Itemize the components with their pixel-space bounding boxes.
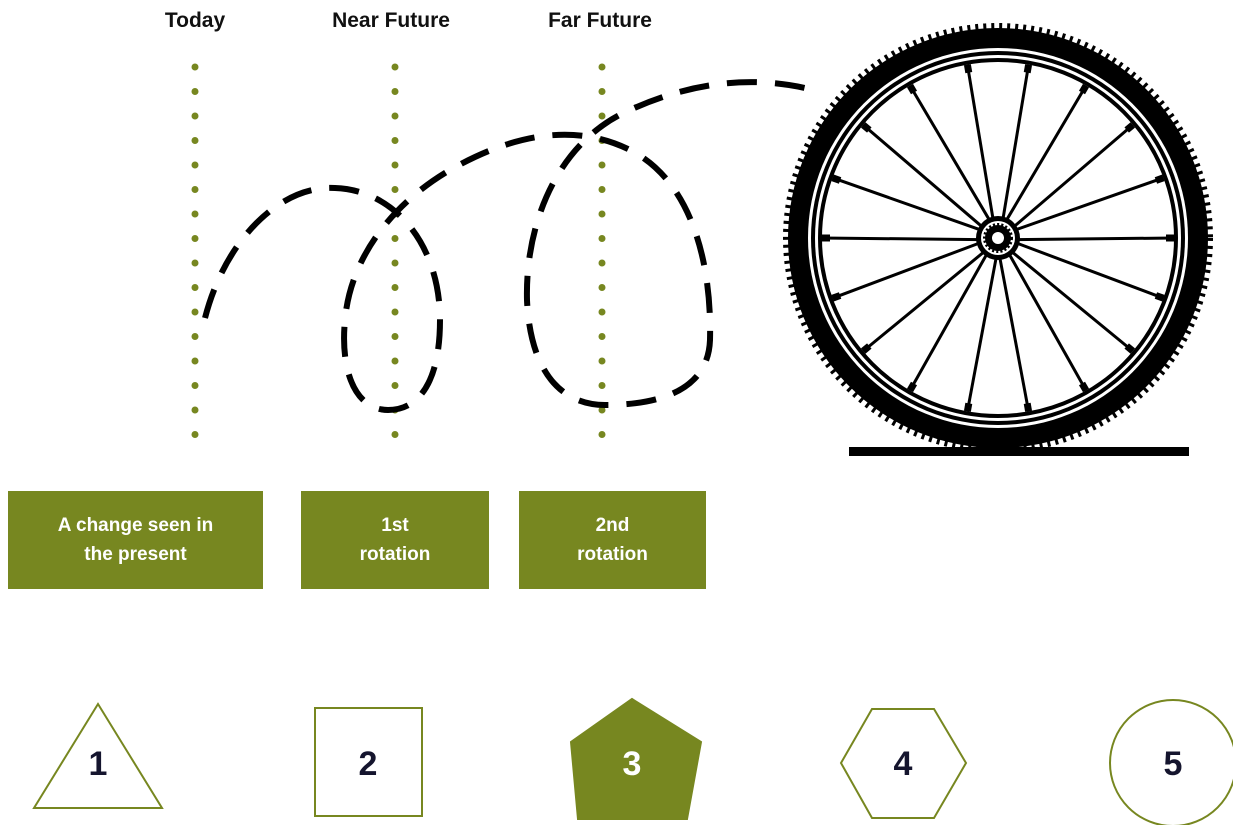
wheel-nipple (833, 178, 841, 181)
wheel-nipple (967, 403, 968, 411)
wheel-nipple (910, 86, 914, 93)
label-box-second-rotation-line2: rotation (577, 540, 648, 569)
wheel-nipple (1156, 296, 1164, 299)
wheel-nipple (1027, 65, 1028, 73)
shape-number-3: 3 (592, 745, 672, 784)
shape-number-2: 2 (328, 745, 408, 784)
label-box-first-rotation-line2: rotation (360, 540, 431, 569)
label-box-present-line2: the present (58, 540, 214, 569)
wheel-nipple (833, 296, 841, 299)
wheel-nipple (863, 125, 869, 130)
wheel-spoke (822, 238, 980, 240)
label-box-second-rotation-line1: 2nd (577, 511, 648, 540)
wheel-nipple (910, 384, 914, 391)
wheel-nipple (1156, 178, 1164, 181)
shape-number-5: 5 (1133, 745, 1213, 784)
rotation-path (205, 82, 805, 410)
wheel-nipple (1127, 346, 1133, 351)
wheel-nipple (1082, 86, 1086, 93)
shape-number-4: 4 (863, 745, 943, 784)
wheel-nipple (1082, 384, 1086, 391)
wheel-nipple (967, 65, 968, 73)
wheel-nipple (1027, 403, 1028, 411)
wheel-nipple (1127, 125, 1133, 130)
label-box-first-rotation-line1: 1st (360, 511, 431, 540)
label-box-present-line1: A change seen in (58, 511, 214, 540)
wheel-nipple (863, 346, 869, 351)
shape-number-1: 1 (58, 745, 138, 784)
bicycle-wheel-icon (786, 26, 1210, 450)
wheel-spoke (1016, 238, 1174, 240)
